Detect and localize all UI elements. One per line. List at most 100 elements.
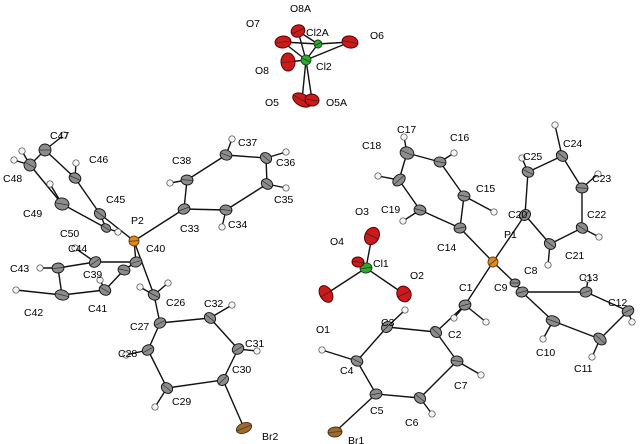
bond-c10-c9 <box>521 291 554 322</box>
bond-c37-c36 <box>225 154 267 159</box>
hydrogen-atom <box>218 223 226 231</box>
atom-c30-axis <box>218 375 228 385</box>
label-c43: C43 <box>10 263 29 275</box>
atom-o5a-axis <box>305 98 319 102</box>
label-br1: Br1 <box>348 435 365 444</box>
label-o8: O8 <box>255 65 269 77</box>
hydrogen-atom <box>584 275 592 283</box>
label-c1: C1 <box>459 282 473 294</box>
atom-o8-axis <box>280 61 296 63</box>
atom-c26-axis <box>148 291 160 299</box>
bond-h-13 <box>15 289 63 296</box>
label-c15: C15 <box>476 183 495 195</box>
atom-c3-axis <box>382 322 392 332</box>
hydrogen-atom <box>46 180 54 188</box>
atom-c46-axis <box>69 175 81 181</box>
label-c2: C2 <box>448 329 462 341</box>
atom-o1-axis <box>320 290 332 298</box>
hydrogen-atom <box>136 283 144 291</box>
bond-c18-c19 <box>398 179 421 211</box>
atom-c29-axis <box>162 384 172 392</box>
label-o5: O5 <box>265 97 279 109</box>
label-c26: C26 <box>166 297 185 309</box>
label-c38: C38 <box>172 155 191 167</box>
hydrogen-atom <box>96 276 104 284</box>
hydrogen-atom <box>490 208 498 216</box>
atom-c32-axis <box>205 313 215 323</box>
atom-c20-axis <box>520 210 530 220</box>
atom-c2-axis <box>431 327 441 337</box>
atom-c43-axis <box>51 267 65 269</box>
atom-c10-axis <box>546 318 560 324</box>
atom-c39-axis <box>118 268 130 272</box>
bond-c42-c41 <box>61 289 106 296</box>
label-c12: C12 <box>608 297 627 309</box>
atom-c49-axis <box>55 202 69 206</box>
bond-p2-c45 <box>99 213 135 242</box>
atom-cl1-axis <box>360 266 372 270</box>
atom-c33-axis <box>178 206 190 212</box>
atom-o6-axis <box>342 40 358 44</box>
atom-p2-axis <box>128 240 140 242</box>
label-c11: C11 <box>574 363 593 375</box>
hydrogen-atom <box>228 135 236 143</box>
label-c47: C47 <box>50 130 69 142</box>
atom-c12-axis <box>622 308 634 314</box>
hydrogen-atom <box>374 172 382 180</box>
atom-c4-axis <box>351 358 363 364</box>
label-c25: C25 <box>523 151 542 163</box>
label-c36: C36 <box>276 157 295 169</box>
hydrogen-atom <box>122 351 130 359</box>
hydrogen-atom <box>282 184 290 192</box>
atom-c48-axis <box>24 161 36 169</box>
hydrogen-atom <box>164 279 172 287</box>
hydrogen-atom <box>253 347 261 355</box>
label-c27: C27 <box>130 321 149 333</box>
atom-o3-axis <box>365 232 379 240</box>
label-c39: C39 <box>83 269 102 281</box>
hydrogen-atom <box>151 403 159 411</box>
bond-c22-c21 <box>549 227 583 245</box>
bond-p1-c1 <box>464 261 494 306</box>
bond-c25-c24 <box>527 155 563 173</box>
atom-c34-axis <box>220 208 232 212</box>
label-cl2a: Cl2A <box>306 27 329 39</box>
bond-p2-c33 <box>133 208 185 242</box>
label-c7: C7 <box>454 380 468 392</box>
label-c6: C6 <box>405 417 419 429</box>
label-c33: C33 <box>180 223 199 235</box>
atom-p1-axis <box>488 258 498 266</box>
bond-c32-c31 <box>209 317 239 350</box>
label-c22: C22 <box>587 209 606 221</box>
bond-c34-c33 <box>183 208 227 211</box>
atom-c14-axis <box>454 226 466 230</box>
label-br2: Br2 <box>262 431 279 443</box>
atom-c36-axis <box>261 153 271 163</box>
atom-c6-axis <box>415 393 425 403</box>
bond-c35-c34 <box>225 183 268 211</box>
bond-c30-br2 <box>222 379 245 429</box>
atom-c44-axis <box>89 258 101 266</box>
hydrogen-atom <box>18 147 26 155</box>
bond-c30-c29 <box>166 379 224 389</box>
atom-cl2-axis <box>301 57 311 63</box>
hydrogen-atom <box>544 261 552 269</box>
label-c19: C19 <box>381 204 400 216</box>
label-c5: C5 <box>370 405 384 417</box>
label-c24: C24 <box>563 138 582 150</box>
bond-cl2-o6 <box>305 41 351 61</box>
bond-cl1-o1 <box>325 267 367 295</box>
hydrogen-atom <box>166 179 174 187</box>
bond-c20-c25 <box>524 171 529 216</box>
atom-c5-axis <box>370 392 382 396</box>
hydrogen-atom <box>595 233 603 241</box>
atom-c23-axis <box>575 187 589 189</box>
atom-layer <box>10 24 636 438</box>
atom-c38-axis <box>180 179 194 181</box>
hydrogen-atom <box>482 318 490 326</box>
bond-c46-c47 <box>44 149 76 179</box>
atom-br1-axis <box>327 431 343 433</box>
hydrogen-atom <box>401 306 409 314</box>
label-o2: O2 <box>410 270 424 282</box>
